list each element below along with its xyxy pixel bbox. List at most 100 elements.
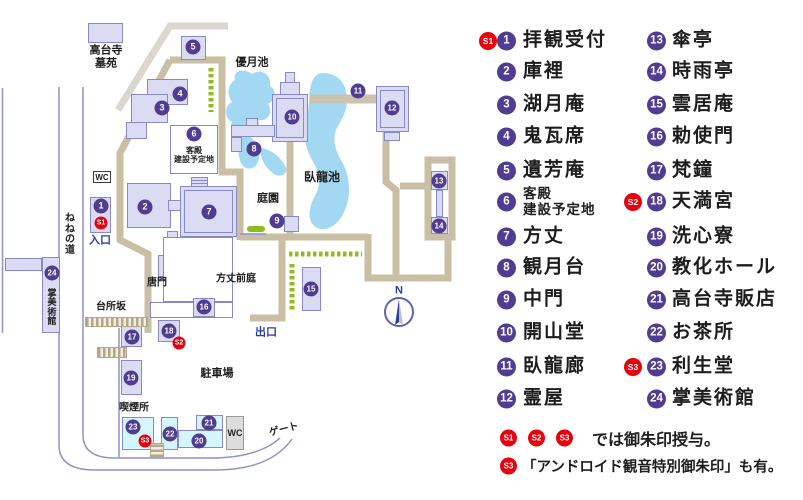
map-marker-4: 4	[172, 86, 188, 102]
building-small-annex	[126, 122, 147, 139]
legend-label-24: 掌美術館	[672, 387, 757, 409]
map-label: 方丈前庭	[216, 273, 256, 285]
map-label: 駐車場	[200, 367, 234, 380]
legend-number-2: 2	[497, 62, 516, 82]
legend-label-23: 利生堂	[672, 355, 736, 377]
legend-label-15: 雲居庵	[672, 93, 736, 115]
wc-label-north: WC	[95, 172, 109, 182]
legend-number-13: 13	[647, 31, 666, 51]
legend-label-12: 霊屋	[523, 387, 566, 409]
map-stamp-badge-s3: S3	[138, 434, 152, 448]
map-label: 高台寺 墓苑	[89, 44, 123, 69]
pond-garyu	[304, 72, 350, 230]
legend-label-6: 客殿 建設予定地	[523, 185, 596, 217]
compass	[384, 297, 414, 327]
legend-number-14: 14	[647, 62, 666, 82]
map-label: 台所坂	[96, 301, 126, 313]
legend-label-7: 方丈	[523, 225, 566, 247]
wc-box-north: WC	[93, 171, 111, 183]
wc-label-south: WC	[227, 428, 243, 438]
legend-number-20: 20	[647, 258, 666, 278]
legend-label-1: 拝観受付	[523, 29, 608, 51]
road-network-tan	[116, 56, 456, 333]
map-label: 庭園	[257, 192, 279, 205]
map-marker-8: 8	[246, 141, 262, 157]
map-marker-20: 20	[191, 433, 207, 449]
legend-label-5: 遺芳庵	[523, 159, 587, 181]
corridor-kangetsudai-tail	[231, 137, 242, 152]
map-marker-9: 9	[269, 213, 285, 229]
map-marker-17: 17	[124, 329, 140, 345]
corridor-13-14	[436, 190, 443, 217]
map-marker-10: 10	[284, 109, 300, 125]
legend-label-9: 中門	[523, 288, 566, 310]
legend-number-18: 18	[647, 192, 666, 212]
legend-number-9: 9	[497, 290, 516, 310]
map-marker-15: 15	[303, 281, 319, 297]
map-marker-3: 3	[154, 100, 170, 116]
legend-number-6: 6	[497, 192, 516, 212]
map-marker-7: 7	[201, 204, 217, 220]
pond-piece	[260, 148, 287, 176]
map-label: 出口	[255, 326, 277, 339]
pond-yugetsu	[226, 70, 275, 136]
stairs-lower	[97, 347, 127, 358]
building-kaisando-10-top	[285, 72, 295, 83]
stamp-badge-s2: S2	[624, 193, 642, 211]
corridor-kangetsudai-stub	[246, 118, 258, 126]
legend-number-4: 4	[497, 127, 516, 147]
legend-label-3: 湖月庵	[523, 93, 587, 115]
building-kuri-2	[127, 183, 171, 228]
map-label: 客殿 建設予定地	[174, 145, 214, 164]
map-label: 入口	[89, 234, 111, 247]
footnote-text-2: 「アンドロイド観音特別御朱印」も有。	[522, 459, 783, 476]
legend-number-17: 17	[647, 161, 666, 181]
legend-label-14: 時雨亭	[672, 60, 736, 82]
map-label: 臥龍池	[303, 170, 341, 185]
legend-label-13: 傘亭	[672, 29, 715, 51]
map-label: N	[395, 284, 403, 297]
map-marker-21: 21	[201, 415, 217, 431]
map-label: 唐門	[147, 277, 167, 289]
building-otamaya-stub	[384, 132, 400, 141]
legend-number-1: 1	[497, 31, 516, 51]
building-art-museum-wing	[5, 258, 42, 271]
legend-label-17: 梵鐘	[672, 159, 715, 181]
legend-number-21: 21	[647, 290, 666, 310]
stairs-daidokorozaka	[85, 317, 148, 327]
road-upper-gray	[115, 22, 228, 112]
map-label: ね ね の 道	[65, 213, 75, 256]
legend-number-23: 23	[647, 357, 666, 377]
map-marker-5: 5	[185, 39, 201, 55]
legend-number-22: 22	[647, 323, 666, 343]
compass-needle	[395, 299, 399, 325]
legend-number-5: 5	[497, 161, 516, 181]
map-marker-24: 24	[44, 265, 60, 281]
legend-number-19: 19	[647, 227, 666, 247]
map-marker-13: 13	[431, 173, 447, 189]
corridor-kangetsudai-h	[231, 125, 275, 137]
legend-number-16: 16	[647, 127, 666, 147]
building-chumon-9	[284, 216, 299, 232]
map-marker-14: 14	[431, 218, 447, 234]
map-marker-22: 22	[162, 426, 178, 442]
legend-number-10: 10	[497, 323, 516, 343]
legend-label-11: 臥龍廊	[523, 355, 587, 377]
map-marker-19: 19	[123, 370, 139, 386]
legend-label-10: 開山堂	[523, 321, 587, 343]
footnote-text-1: では御朱印授与。	[592, 432, 721, 449]
building-cemetery	[88, 23, 123, 43]
map-marker-23: 23	[125, 419, 141, 435]
legend-number-15: 15	[647, 95, 666, 115]
legend-number-8: 8	[497, 258, 516, 278]
building-hojo-steps	[191, 177, 208, 187]
footnote-stamp-badge-s3: S3	[556, 429, 573, 447]
building-kaisando-10-mid	[280, 82, 300, 95]
legend-number-11: 11	[497, 357, 516, 377]
legend-number-12: 12	[497, 389, 516, 409]
legend-label-21: 高台寺販店	[672, 288, 778, 310]
